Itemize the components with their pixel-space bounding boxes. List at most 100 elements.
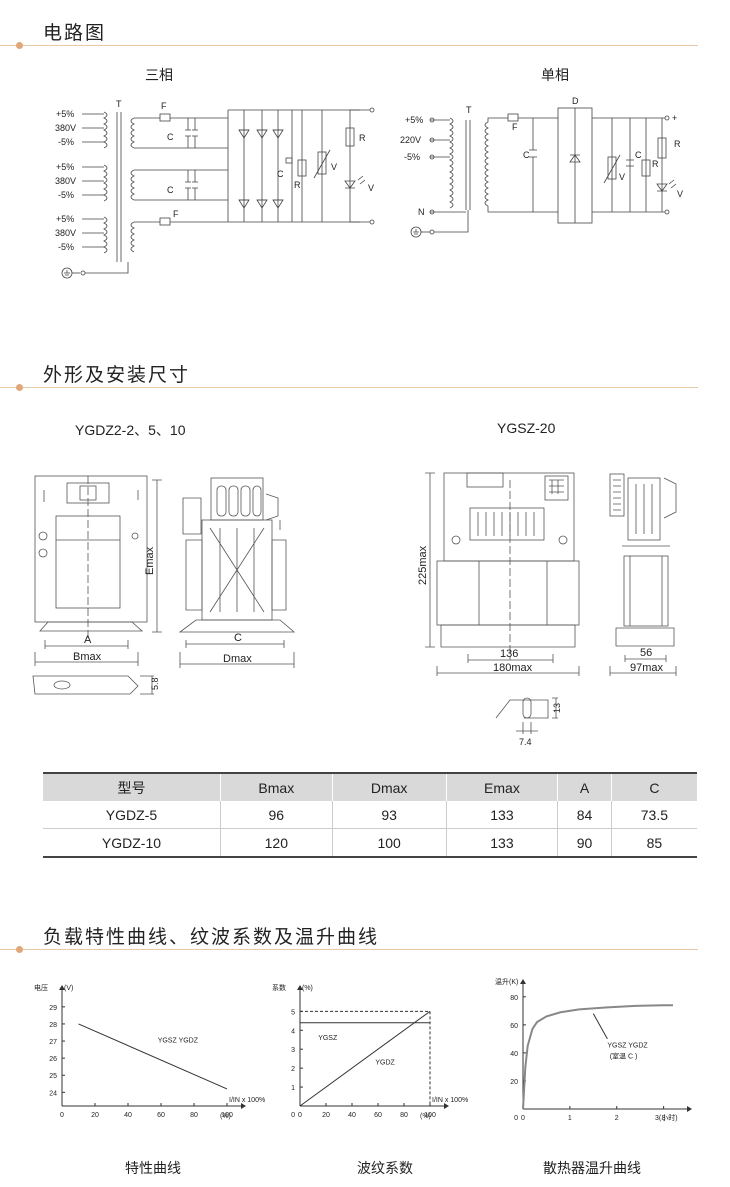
c-label: C <box>234 632 242 644</box>
y-axis-label: 温升(K) <box>495 977 518 986</box>
table-header: Emax <box>446 772 559 801</box>
y-axis-arrow <box>520 979 526 984</box>
tap-label: 220V <box>400 135 421 145</box>
annotation-label: (室温 C ) <box>610 1052 638 1061</box>
annotation-pointer <box>592 1013 608 1040</box>
capacitor-label: C <box>277 169 284 179</box>
x-tick-label: 40 <box>124 1112 132 1119</box>
y-tick-label: 26 <box>49 1056 57 1063</box>
slot-height-label: 13 <box>552 703 562 713</box>
three-phase-tap-labels: +5% 380V -5% +5% 380V -5% +5% 380V -5% <box>55 109 76 252</box>
y-tick-label: 3 <box>291 1047 295 1054</box>
tap-label: 380V <box>55 123 76 133</box>
left-outline-drawing: Emax A Bmax 5.8 C Dmax <box>32 475 296 695</box>
tap-label: 380V <box>55 176 76 186</box>
table-cell: 84 <box>557 801 612 829</box>
table-cell: YGDZ-10 <box>43 828 221 858</box>
y-tick-label: 27 <box>49 1039 57 1046</box>
table-cell: YGDZ-5 <box>43 801 221 829</box>
x-tick-label: 80 <box>190 1112 198 1119</box>
left-model-title: YGDZ2-2、5、10 <box>75 422 186 438</box>
x-tick-label: 2 <box>615 1115 619 1122</box>
y-tick-label: 25 <box>49 1073 57 1080</box>
tap-label: -5% <box>58 190 74 200</box>
table-cell: 90 <box>557 828 612 858</box>
chart-caption: 特性曲线 <box>125 1161 181 1177</box>
origin-label: 0 <box>291 1112 295 1119</box>
x-tick-label: 20 <box>91 1112 99 1119</box>
tap-label: +5% <box>56 214 74 224</box>
table-header: 型号 <box>43 772 221 801</box>
table-cell: 85 <box>611 828 697 858</box>
y-tick-label: 24 <box>49 1090 57 1097</box>
x-tick-label: 60 <box>157 1112 165 1119</box>
resistor-label: R <box>674 139 681 149</box>
x-tick-label: 100 <box>424 1112 436 1119</box>
x-tick-label: 60 <box>374 1112 382 1119</box>
spec-table: 型号 Bmax Dmax Emax A C YGDZ-5 96 93 133 8… <box>43 772 697 858</box>
y-axis-label: 电压 <box>34 983 48 992</box>
section-bullet <box>16 42 23 49</box>
table-header: A <box>557 772 612 801</box>
table-cell: 96 <box>220 801 333 829</box>
x-tick-label: 0 <box>298 1112 302 1119</box>
slot-width-label: 7.4 <box>519 737 532 747</box>
width-136-label: 136 <box>500 648 518 660</box>
x-tick-label: 40 <box>348 1112 356 1119</box>
x-axis-unit: (%) <box>220 1113 231 1120</box>
y-tick-label: 5 <box>291 1009 295 1016</box>
annotation-label: YGSZ YGDZ <box>607 1042 648 1049</box>
section-title-dimensions: 外形及安装尺寸 <box>43 364 191 386</box>
origin-label: 0 <box>514 1115 518 1122</box>
y-axis-label: 系数 <box>272 983 286 992</box>
plus-terminal-label: + <box>672 113 677 123</box>
series-label: YGSZ <box>318 1035 338 1042</box>
x-axis-unit: (%) <box>420 1113 431 1120</box>
table-row: YGDZ-10 120 100 133 90 85 <box>43 828 697 858</box>
series-line <box>522 1004 673 1110</box>
led-label: V <box>677 189 683 199</box>
x-tick-label: 0 <box>60 1112 64 1119</box>
x-axis-arrow <box>241 1103 246 1109</box>
led-label: V <box>368 183 374 193</box>
section-divider <box>0 45 698 46</box>
three-phase-label: 三相 <box>145 68 173 84</box>
bmax-label: Bmax <box>73 651 102 663</box>
table-header: Bmax <box>220 772 333 801</box>
series-line <box>78 1023 228 1090</box>
three-phase-circuit: +5% 380V -5% +5% 380V -5% +5% 380V -5% T… <box>55 99 375 279</box>
table-cell: 73.5 <box>611 801 697 829</box>
tap-label: +5% <box>56 162 74 172</box>
tap-label: -5% <box>404 152 420 162</box>
section-divider <box>0 949 698 950</box>
foot-height-label: 5.8 <box>150 677 160 690</box>
section-divider <box>0 387 698 388</box>
diode-block-label: D <box>572 96 579 106</box>
x-axis-arrow <box>687 1106 692 1112</box>
resistor-label: R <box>294 180 301 190</box>
table-cell: 120 <box>220 828 333 858</box>
chart-caption: 波纹系数 <box>357 1161 413 1177</box>
x-tick-label: 3 <box>662 1115 666 1122</box>
transformer-label: T <box>116 99 122 109</box>
table-header: C <box>611 772 697 801</box>
y-tick-label: 28 <box>49 1022 57 1029</box>
transformer-label: T <box>466 105 472 115</box>
y-tick-label: 4 <box>291 1028 295 1035</box>
table-cell: 133 <box>446 828 559 858</box>
x-tick-label: 0 <box>521 1115 525 1122</box>
emax-label: Emax <box>144 546 156 575</box>
y-tick-label: 60 <box>510 1023 518 1030</box>
varistor-label: V <box>331 162 337 172</box>
x-axis-unit: 3(小时) <box>655 1113 678 1122</box>
y-tick-label: 40 <box>510 1051 518 1058</box>
right-outline-drawing: 225max 136 180max 56 97max 13 7.4 <box>417 472 677 747</box>
fuse-label: F <box>173 209 179 219</box>
series-label: YGDZ <box>375 1059 395 1066</box>
tap-label: -5% <box>58 242 74 252</box>
table-cell: 93 <box>332 801 447 829</box>
x-tick-label: 1 <box>568 1115 572 1122</box>
tap-label: 380V <box>55 228 76 238</box>
x-axis-label: I/IN x 100% <box>229 1097 265 1104</box>
